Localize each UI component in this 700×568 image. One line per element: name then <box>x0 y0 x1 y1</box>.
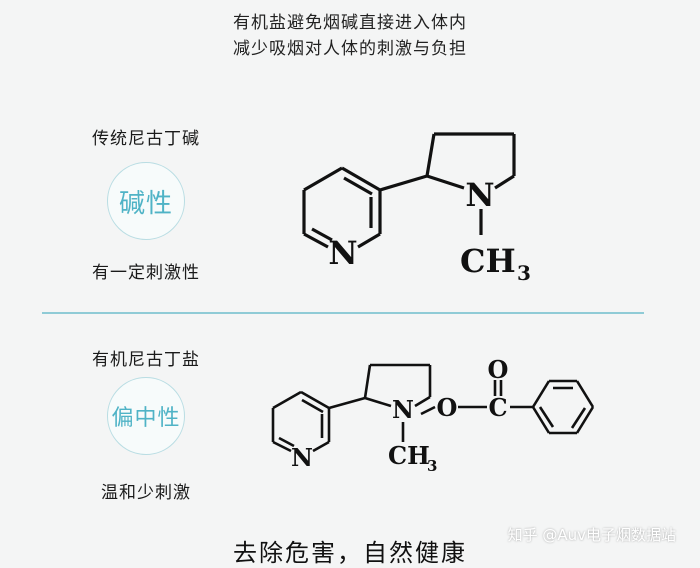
nicotine-salt-structure: N N O C O CH 3 <box>271 355 595 475</box>
section2-caption: 温和少刺激 <box>101 483 191 503</box>
header-line-1: 有机盐避免烟碱直接进入体内 <box>233 13 467 33</box>
carbonyl-oxygen: O <box>488 355 509 384</box>
carbonyl-carbon: C <box>488 393 507 422</box>
section1-badge: 碱性 <box>107 162 185 240</box>
section-divider <box>42 312 644 314</box>
footer-slogan: 去除危害，自然健康 <box>233 539 467 567</box>
section2-badge-label: 偏中性 <box>111 406 181 431</box>
section1-badge-label: 碱性 <box>118 188 173 219</box>
nicotine-structure: N N CH 3 <box>302 132 531 285</box>
salt-pyridine-nitrogen: N <box>291 443 313 472</box>
salt-methyl-subscript: 3 <box>427 457 437 475</box>
header-line-2: 减少吸烟对人体的刺激与负担 <box>233 39 467 59</box>
section1-caption: 有一定刺激性 <box>92 263 200 283</box>
pyridine-nitrogen: N <box>328 234 357 272</box>
pyrrolidine-nitrogen: N <box>465 176 494 214</box>
ester-oxygen: O <box>437 393 458 422</box>
salt-methyl-label: CH <box>388 441 430 470</box>
section2-title: 有机尼古丁盐 <box>92 350 200 370</box>
methyl-subscript: 3 <box>517 261 531 285</box>
section2-badge: 偏中性 <box>107 377 185 455</box>
salt-pyrrolidine-nitrogen: N <box>392 395 414 424</box>
watermark: 知乎 @Auv电子烟数据站 <box>507 526 676 544</box>
section1-title: 传统尼古丁碱 <box>92 129 200 149</box>
methyl-label: CH <box>460 242 516 280</box>
